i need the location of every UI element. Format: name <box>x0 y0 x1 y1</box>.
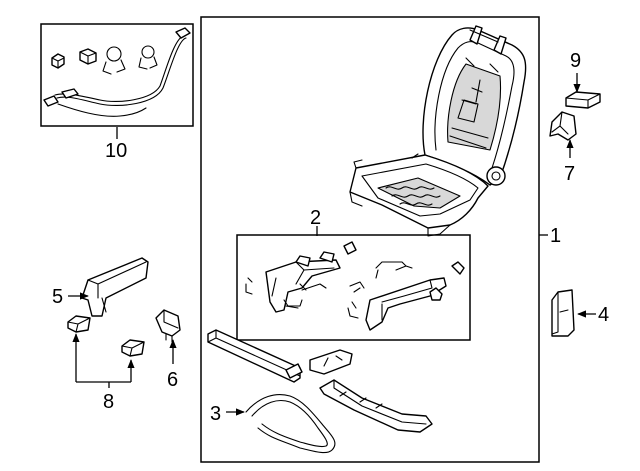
callout-2: 2 <box>310 207 321 229</box>
cover-part-7 <box>549 111 577 141</box>
callout-8: 8 <box>103 391 114 413</box>
lower-rails-drawing <box>207 329 433 454</box>
callout-1: 1 <box>550 225 561 247</box>
callout-6: 6 <box>167 369 178 391</box>
seat-track-box <box>236 234 471 341</box>
harness-kit-box <box>40 23 194 127</box>
leader-lines <box>68 73 596 416</box>
callout-4: 4 <box>598 304 609 326</box>
trim-part-4 <box>551 289 575 337</box>
seat-assembly-box <box>200 16 540 463</box>
callout-7: 7 <box>564 163 575 185</box>
callout-5: 5 <box>52 286 63 308</box>
callout-10: 10 <box>105 140 127 162</box>
seat-track-drawing <box>245 241 465 331</box>
callout-3: 3 <box>210 403 221 425</box>
callout-9: 9 <box>570 50 581 72</box>
harness-kit-drawing <box>43 27 191 117</box>
pads-part-8 <box>67 315 145 357</box>
side-cover-part-5 <box>81 257 149 317</box>
clip-part-6 <box>155 309 181 343</box>
cap-part-9 <box>565 91 601 109</box>
seat-frame-drawing <box>349 25 527 237</box>
